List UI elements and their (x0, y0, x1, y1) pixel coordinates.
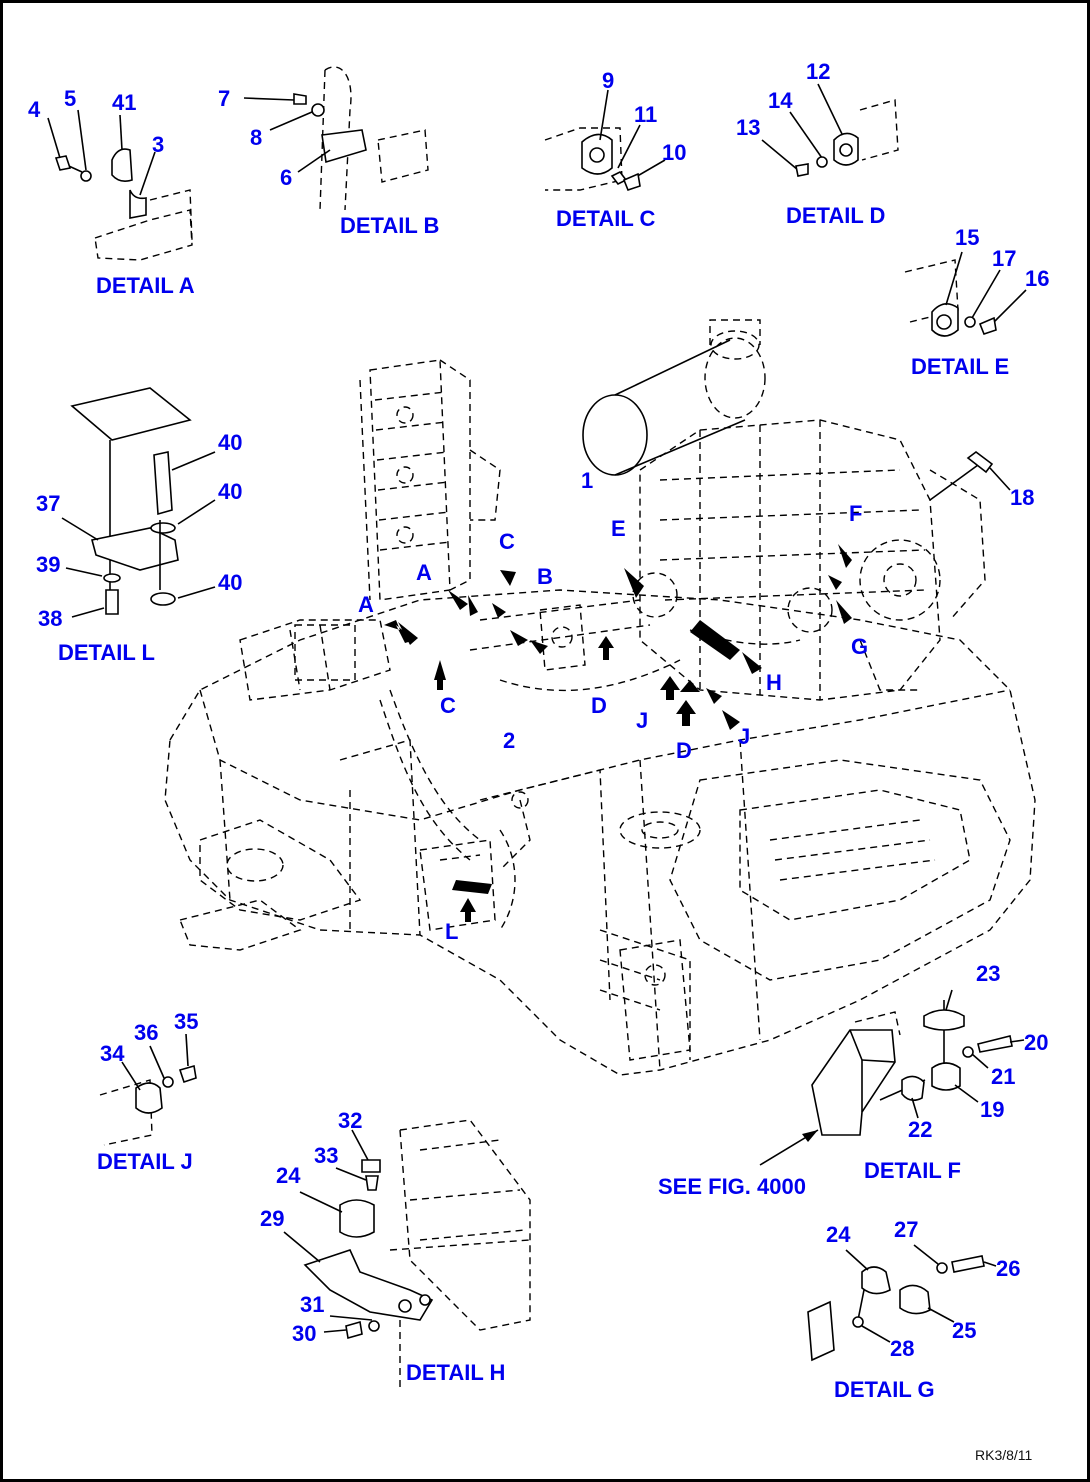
part-31-label: 31 (300, 1292, 324, 1317)
ref-j-right: J (738, 724, 750, 749)
part-13-label: 13 (736, 115, 760, 140)
ref-a-upper: A (416, 560, 432, 585)
detail-d-caption: DETAIL D (786, 203, 885, 228)
part-17-label: 17 (992, 246, 1016, 271)
part-1-label: 1 (581, 468, 593, 493)
reference-letters: A A B C C D D E F G H J J L (358, 501, 868, 944)
part-10-label: 10 (662, 140, 686, 165)
ref-g: G (851, 634, 868, 659)
part-27-label: 27 (894, 1217, 918, 1242)
part-5-label: 5 (64, 86, 76, 111)
part-26-label: 26 (996, 1256, 1020, 1281)
part-14-label: 14 (768, 88, 793, 113)
detail-j-caption: DETAIL J (97, 1149, 193, 1174)
detail-e-caption: DETAIL E (911, 354, 1009, 379)
reference-arrows (384, 544, 852, 922)
part-36-label: 36 (134, 1020, 158, 1045)
part-40c-label: 40 (218, 570, 242, 595)
part-15-label: 15 (955, 225, 979, 250)
detail-l-caption: DETAIL L (58, 640, 155, 665)
part-25-label: 25 (952, 1318, 976, 1343)
part-22-label: 22 (908, 1117, 932, 1142)
part-4-label: 4 (28, 97, 41, 122)
detail-b-drawing (243, 66, 429, 211)
ref-f: F (849, 501, 862, 526)
part-39-label: 39 (36, 552, 60, 577)
detail-captions: DETAIL A DETAIL B DETAIL C DETAIL D DETA… (58, 203, 1009, 1402)
ref-d-center: D (591, 693, 607, 718)
ref-h: H (766, 670, 782, 695)
detail-l-drawing (61, 387, 216, 618)
part-11-label: 11 (634, 102, 657, 127)
detail-f-drawing (759, 989, 1025, 1166)
ref-a-left: A (358, 592, 374, 617)
part-35-label: 35 (174, 1009, 198, 1034)
detail-c-caption: DETAIL C (556, 206, 656, 231)
part-7-label: 7 (218, 86, 230, 111)
part-24a-label: 24 (276, 1163, 301, 1188)
ref-c-upper: C (499, 529, 515, 554)
ref-c-lower: C (440, 693, 456, 718)
part-6-label: 6 (280, 165, 292, 190)
ref-d-lower: D (676, 738, 692, 763)
detail-c-drawing (544, 89, 666, 191)
ref-j-left: J (636, 708, 648, 733)
part-16-label: 16 (1025, 266, 1049, 291)
part-30-label: 30 (292, 1321, 316, 1346)
detail-d-drawing (761, 83, 899, 177)
ref-l: L (445, 919, 458, 944)
part-8-label: 8 (250, 125, 262, 150)
part-24b-label: 24 (826, 1222, 851, 1247)
drawing-code: RK3/8/11 (975, 1447, 1033, 1463)
detail-h-caption: DETAIL H (406, 1360, 505, 1385)
ref-b: B (537, 564, 553, 589)
detail-a-drawing (47, 109, 193, 261)
main-machine-drawing (164, 319, 1036, 1076)
part-9-label: 9 (602, 68, 614, 93)
part-40b-label: 40 (218, 479, 242, 504)
part-37-label: 37 (36, 491, 60, 516)
part-32-label: 32 (338, 1108, 362, 1133)
part-21-label: 21 (991, 1064, 1015, 1089)
part-23-label: 23 (976, 961, 1000, 986)
part-18-label: 18 (1010, 485, 1034, 510)
detail-f-caption: DETAIL F (864, 1158, 961, 1183)
detail-a-caption: DETAIL A (96, 273, 195, 298)
detail-j-drawing (99, 1033, 197, 1146)
detail-e-drawing (904, 251, 1027, 337)
part-34-label: 34 (100, 1041, 125, 1066)
part-12-label: 12 (806, 59, 830, 84)
part-33-label: 33 (314, 1143, 338, 1168)
part-41-label: 41 (112, 90, 136, 115)
detail-g-caption: DETAIL G (834, 1377, 935, 1402)
part-19-label: 19 (980, 1097, 1004, 1122)
ref-e: E (611, 516, 626, 541)
part-38-label: 38 (38, 606, 62, 631)
part-28-label: 28 (890, 1336, 914, 1361)
part-29-label: 29 (260, 1206, 284, 1231)
see-fig-note: SEE FIG. 4000 (658, 1174, 806, 1199)
detail-b-caption: DETAIL B (340, 213, 439, 238)
part-2-label: 2 (503, 728, 515, 753)
part-40a-label: 40 (218, 430, 242, 455)
part-number-labels: 4 5 41 3 7 8 6 9 11 10 12 14 13 15 17 16… (28, 59, 1049, 1361)
part-20-label: 20 (1024, 1030, 1048, 1055)
detail-g-drawing (807, 1244, 997, 1362)
part-3-label: 3 (152, 132, 164, 157)
detail-h-drawing (283, 1119, 531, 1390)
